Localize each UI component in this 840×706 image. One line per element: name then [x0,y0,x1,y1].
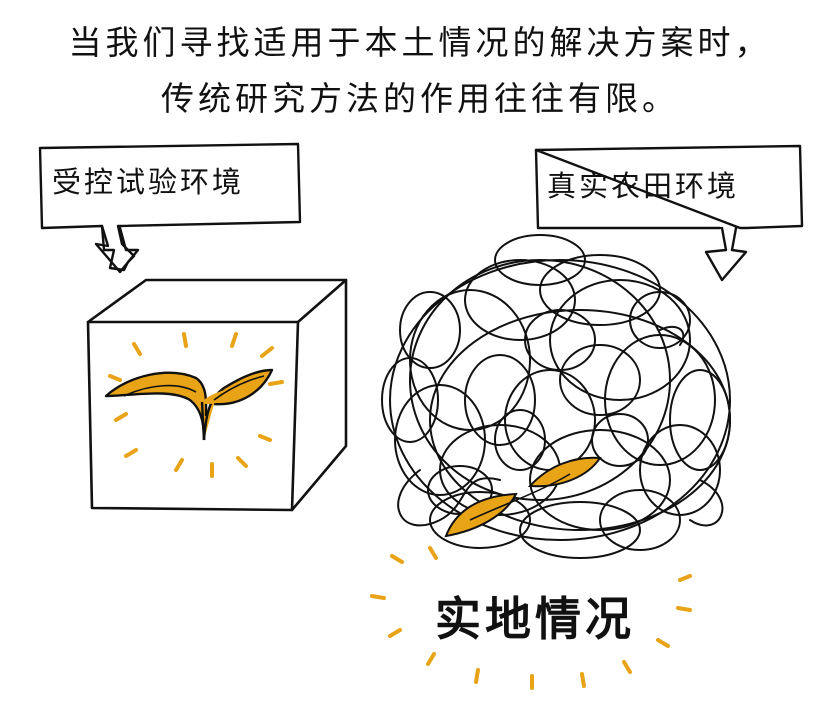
arrow-down-icon [704,226,748,282]
title-line-1: 当我们寻找适用于本土情况的解决方案时， [68,23,772,62]
glow-rays [370,546,692,690]
controlled-environment-cube [86,278,348,512]
sprout-icon [104,368,274,441]
sprout-in-tangle-icon [444,456,602,538]
callout-right-label: 真实农田环境 [547,169,740,203]
glow-rays [108,332,284,478]
callout-left-box [38,142,302,272]
callout-left-label: 受控试验环境 [52,165,245,199]
title-line-2: 传统研究方法的作用往往有限。 [161,79,679,118]
field-conditions-label: 实地情况 [435,592,635,646]
arrow-down-icon [94,224,140,274]
callout-right-box [534,144,804,230]
tangled-scribble [381,234,731,559]
